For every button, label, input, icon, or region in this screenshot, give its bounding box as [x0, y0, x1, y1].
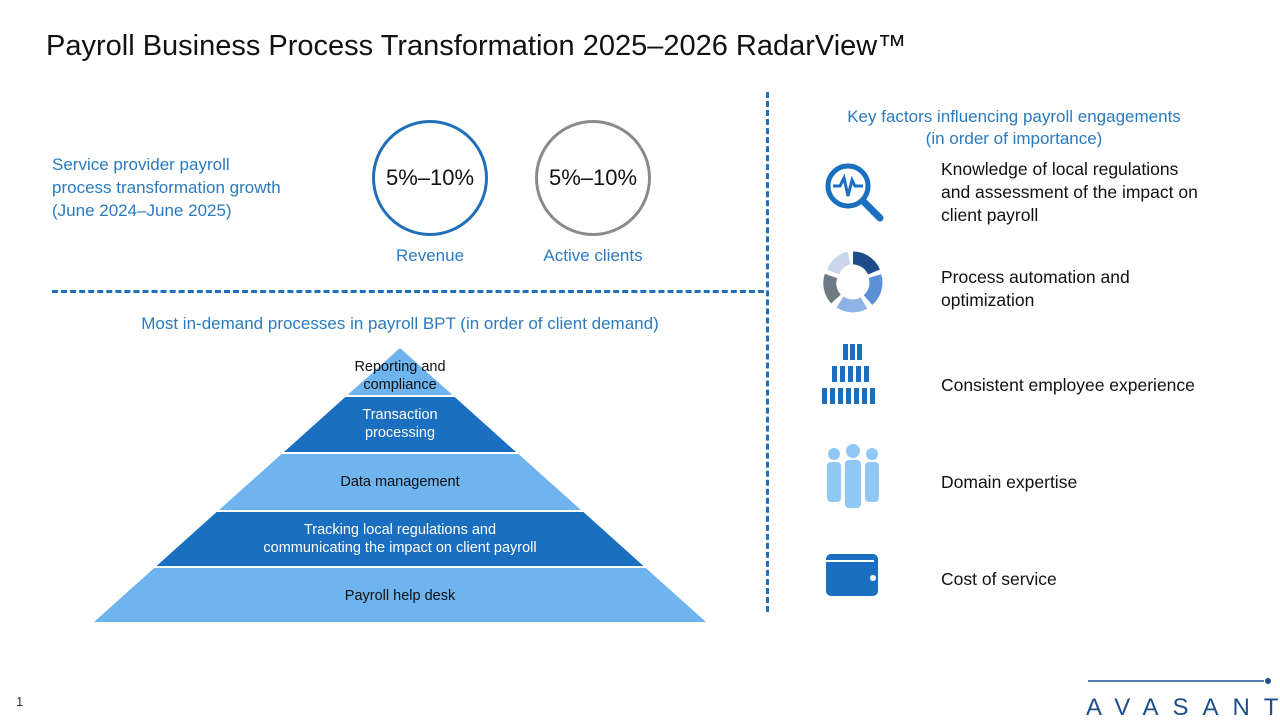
- page-number: 1: [16, 694, 24, 709]
- logo-line: [1088, 678, 1271, 684]
- growth-label-line: process transformation growth: [52, 178, 281, 197]
- factor-line: Cost of service: [941, 569, 1057, 589]
- avasant-logo: AVASANT: [1086, 672, 1280, 722]
- label-line: Payroll help desk: [344, 588, 456, 604]
- label-line: processing: [364, 425, 436, 441]
- clients-label: Active clients: [543, 246, 643, 265]
- wallet-icon: [826, 554, 878, 596]
- factor-item-1: Knowledge of local regulations and assess…: [941, 158, 1198, 227]
- growth-label: Service provider payroll process transfo…: [52, 153, 281, 222]
- pyramid-layer-3: [219, 454, 581, 510]
- factor-line: Consistent employee experience: [941, 375, 1195, 395]
- vertical-divider: [766, 92, 769, 612]
- factor-item-5: Cost of service: [941, 568, 1057, 591]
- cycle-icon: [823, 251, 883, 313]
- logo-text: AVASANT: [1086, 694, 1280, 721]
- pyramid-label-3: Data management: [250, 473, 550, 491]
- pyramid: [94, 348, 706, 622]
- factor-item-3: Consistent employee experience: [941, 374, 1195, 397]
- magnifier-pulse-icon: [825, 163, 884, 222]
- factor-line: Process automation and: [941, 267, 1130, 287]
- factor-item-4: Domain expertise: [941, 471, 1077, 494]
- label-line: communicating the impact on client payro…: [263, 540, 537, 556]
- label-line: Transaction: [362, 407, 438, 423]
- factor-line: Knowledge of local regulations: [941, 159, 1179, 179]
- people-pyramid-icon: [822, 344, 875, 404]
- pyramid-label-2: Transaction processing: [300, 406, 500, 442]
- pyramid-layer-2: [284, 397, 516, 452]
- factor-line: optimization: [941, 290, 1035, 310]
- factor-line: Domain expertise: [941, 472, 1078, 492]
- title-line: Key factors influencing payroll engageme…: [847, 107, 1181, 126]
- factor-line: client payroll: [941, 205, 1039, 225]
- factor-item-2: Process automation and optimization: [941, 266, 1130, 312]
- clients-circle: 5%–10%: [535, 120, 651, 236]
- pyramid-layer-4: [156, 512, 644, 566]
- pyramid-label-1: Reporting and compliance: [300, 358, 500, 394]
- growth-label-line: (June 2024–June 2025): [52, 201, 232, 220]
- pyramid-layer-1: [347, 348, 453, 395]
- pyramid-layer-5: [94, 568, 706, 622]
- pyramid-title: Most in-demand processes in payroll BPT …: [141, 314, 659, 333]
- growth-label-line: Service provider payroll: [52, 155, 230, 174]
- label-line: compliance: [363, 377, 437, 393]
- clients-value: 5%–10%: [548, 165, 638, 190]
- factors-title: Key factors influencing payroll engageme…: [800, 106, 1228, 150]
- label-line: Tracking local regulations and: [303, 522, 497, 538]
- page-title: Payroll Business Process Transformation …: [46, 30, 907, 62]
- team-icon: [827, 444, 879, 508]
- revenue-value: 5%–10%: [385, 165, 475, 190]
- title-line: (in order of importance): [925, 129, 1103, 148]
- revenue-circle: 5%–10%: [372, 120, 488, 236]
- pyramid-label-4: Tracking local regulations and communicat…: [200, 521, 600, 557]
- label-line: Reporting and: [354, 359, 446, 375]
- horizontal-divider: [52, 290, 764, 293]
- pyramid-label-5: Payroll help desk: [200, 587, 600, 605]
- factor-line: and assessment of the impact on: [941, 182, 1198, 202]
- label-line: Data management: [340, 474, 460, 490]
- revenue-label: Revenue: [395, 246, 465, 265]
